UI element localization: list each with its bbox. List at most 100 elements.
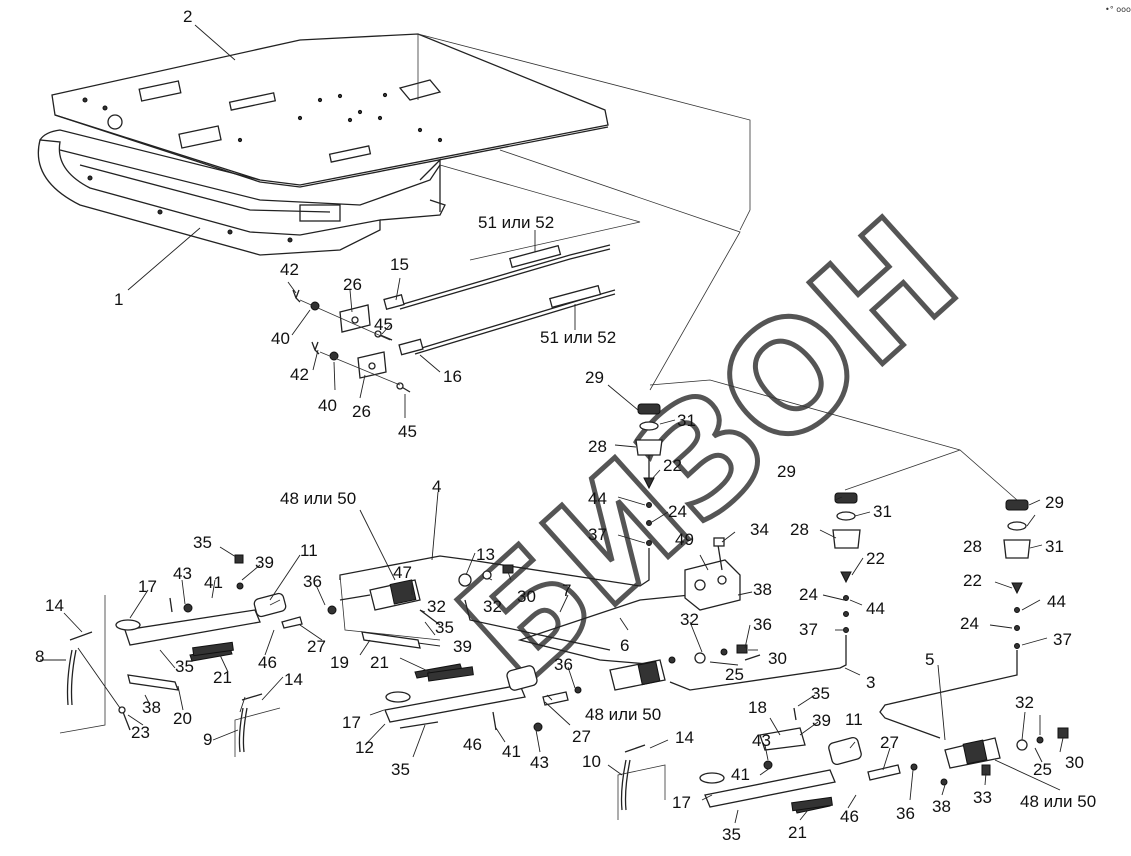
label-41: 41 [502, 742, 521, 761]
label-43: 43 [752, 731, 771, 750]
label-35: 35 [435, 618, 454, 637]
small-hardware-top [292, 289, 411, 393]
label-27: 27 [307, 637, 326, 656]
label-21: 21 [213, 668, 232, 687]
leader-lines [40, 24, 1064, 824]
label-48-or-50: 48 или 50 [1020, 792, 1096, 811]
label-10: 10 [582, 752, 601, 771]
label-15: 15 [390, 255, 409, 274]
reservoir-2 [832, 492, 861, 633]
label-14: 14 [45, 596, 64, 615]
label-44: 44 [1047, 592, 1066, 611]
label-2: 2 [183, 7, 192, 26]
label-27: 27 [572, 727, 591, 746]
label-24: 24 [668, 502, 687, 521]
label-39: 39 [255, 553, 274, 572]
label-38: 38 [753, 580, 772, 599]
springs [192, 641, 833, 812]
label-26: 26 [352, 402, 371, 421]
label-22: 22 [963, 571, 982, 590]
label-3: 3 [866, 673, 875, 692]
label-28: 28 [790, 520, 809, 539]
label-24: 24 [799, 585, 818, 604]
label-21: 21 [788, 823, 807, 842]
reservoir-1 [635, 403, 663, 546]
label-33: 33 [973, 788, 992, 807]
label-42: 42 [280, 260, 299, 279]
label-48-or-50: 48 или 50 [280, 489, 356, 508]
label-7: 7 [562, 581, 571, 600]
bracket-outlines [59, 595, 666, 820]
label-27: 27 [880, 733, 899, 752]
cab-frame [37, 129, 446, 256]
label-36: 36 [753, 615, 772, 634]
label-44: 44 [588, 489, 607, 508]
brake-tubes [339, 548, 1018, 739]
label-43: 43 [173, 564, 192, 583]
label-22: 22 [866, 549, 885, 568]
label-41: 41 [731, 765, 750, 784]
label-4: 4 [432, 477, 441, 496]
label-49: 49 [675, 530, 694, 549]
label-32: 32 [680, 610, 699, 629]
label-45: 45 [398, 422, 417, 441]
label-45: 45 [374, 315, 393, 334]
clevis-lower [357, 351, 387, 379]
label-34: 34 [750, 520, 769, 539]
label-35: 35 [811, 684, 830, 703]
label-16: 16 [443, 367, 462, 386]
label-11: 11 [300, 541, 318, 560]
label-23: 23 [131, 723, 150, 742]
label-29: 29 [585, 368, 604, 387]
pedal-arm-right [699, 727, 862, 814]
label-35: 35 [175, 657, 194, 676]
label-21: 21 [370, 653, 389, 672]
label-19: 19 [330, 653, 349, 672]
label-30: 30 [1065, 753, 1084, 772]
label-20: 20 [173, 709, 192, 728]
label-30: 30 [517, 587, 536, 606]
label-40: 40 [318, 396, 337, 415]
label-11: 11 [845, 710, 863, 729]
misc-hardware [118, 554, 1069, 786]
label-39: 39 [812, 711, 831, 730]
control-cable-lower [398, 284, 616, 356]
label-46: 46 [463, 735, 482, 754]
label-30: 30 [768, 649, 787, 668]
label-43: 43 [530, 753, 549, 772]
label-5: 5 [925, 650, 934, 669]
label-14: 14 [284, 670, 303, 689]
label-29: 29 [1045, 493, 1064, 512]
label-37: 37 [1053, 630, 1072, 649]
label-51-or-52: 51 или 52 [540, 328, 616, 347]
label-25: 25 [725, 665, 744, 684]
label-18: 18 [748, 698, 767, 717]
label-37: 37 [799, 620, 818, 639]
corner-mark: •° ooo [1105, 5, 1131, 14]
label-32: 32 [1015, 693, 1034, 712]
label-32: 32 [427, 597, 446, 616]
master-cylinder-1 [339, 579, 421, 611]
label-44: 44 [866, 599, 885, 618]
label-31: 31 [1045, 537, 1064, 556]
label-47: 47 [393, 563, 412, 582]
label-29: 29 [777, 462, 796, 481]
reservoir-3 [1003, 499, 1031, 649]
label-13: 13 [476, 545, 495, 564]
label-24: 24 [960, 614, 979, 633]
label-32: 32 [483, 597, 502, 616]
label-14: 14 [675, 728, 694, 747]
floor-plate [51, 33, 609, 188]
label-38: 38 [932, 797, 951, 816]
label-8: 8 [35, 647, 44, 666]
label-17: 17 [672, 793, 691, 812]
label-12: 12 [355, 738, 374, 757]
valve-block [684, 537, 741, 611]
label-37: 37 [588, 525, 607, 544]
label-22: 22 [663, 456, 682, 475]
label-36: 36 [554, 655, 573, 674]
master-cylinder-3 [944, 737, 1001, 769]
part-labels: 2 1 42 26 15 40 45 42 16 40 26 45 51 или… [35, 7, 1096, 844]
